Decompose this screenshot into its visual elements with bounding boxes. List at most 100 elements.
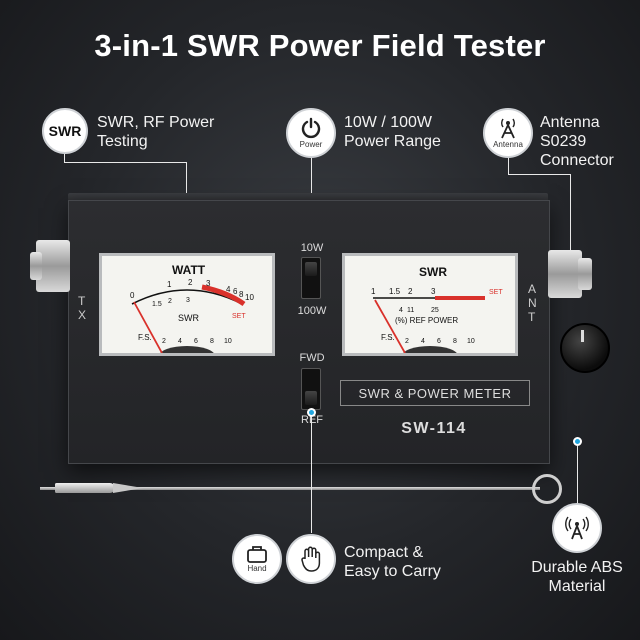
swr-scale-2: 2 bbox=[408, 287, 413, 296]
swr-set-label: SET bbox=[489, 289, 503, 296]
watt-fs-label: F.S. bbox=[138, 333, 152, 342]
swr-leader-h bbox=[64, 162, 186, 163]
swr-feature-line1: SWR, RF Power bbox=[97, 114, 215, 131]
signal-tower-icon bbox=[565, 516, 589, 540]
watt-scale-3: 3 bbox=[206, 279, 211, 288]
swr-meter-title: SWR bbox=[419, 265, 447, 279]
model-label: SW-114 bbox=[401, 420, 467, 437]
antenna-feature-line3: Connector bbox=[540, 152, 614, 169]
watt-fs-6: 6 bbox=[194, 338, 198, 345]
watt-scale-10: 10 bbox=[245, 293, 254, 302]
swr-meter: SWR 1 1.5 2 3 SET 4 11 25 (%) REF POWER … bbox=[342, 253, 518, 356]
swr-fs-10: 10 bbox=[467, 338, 475, 345]
open-hand-icon bbox=[301, 546, 321, 572]
watt-scale-1: 1 bbox=[167, 280, 172, 289]
swr-scale-3: 3 bbox=[431, 287, 436, 296]
antenna-rod bbox=[40, 487, 540, 490]
watt-scale-0: 0 bbox=[130, 291, 135, 300]
watt-fs-8: 8 bbox=[210, 338, 214, 345]
meter-label: SWR & POWER METER bbox=[340, 380, 530, 406]
swr-fs-4: 4 bbox=[421, 338, 425, 345]
compact-feature-text: Compact & Easy to Carry bbox=[344, 543, 441, 581]
briefcase-icon bbox=[247, 546, 267, 563]
watt-swr-2: 2 bbox=[168, 298, 172, 305]
swr-pct-25: 25 bbox=[431, 307, 439, 314]
antenna-feature-line2: S0239 bbox=[540, 133, 587, 150]
swr-fs-6: 6 bbox=[437, 338, 441, 345]
knob-indicator bbox=[581, 330, 584, 342]
mode-switch-bottom-label: REF bbox=[301, 414, 323, 426]
antenna-rod-ring bbox=[532, 474, 562, 504]
watt-red-band bbox=[201, 284, 246, 307]
antenna-leader-v2 bbox=[570, 174, 571, 256]
antenna-leader-v bbox=[508, 158, 509, 174]
compact-feature-line1: Compact & bbox=[344, 544, 424, 561]
power-feature-line2: Power Range bbox=[344, 133, 441, 150]
swr-ref-power-label: (%) REF POWER bbox=[395, 316, 458, 325]
compact-leader bbox=[311, 417, 312, 533]
range-switch-top-label: 10W bbox=[300, 242, 324, 254]
swr-leader bbox=[64, 154, 65, 162]
abs-leader bbox=[577, 446, 578, 504]
antenna-feature-text: Antenna S0239 Connector bbox=[540, 113, 614, 170]
swr-feature-text: SWR, RF Power Testing bbox=[97, 113, 214, 151]
watt-fs-2: 2 bbox=[162, 338, 166, 345]
swr-needle bbox=[374, 299, 406, 353]
watt-fs-10: 10 bbox=[224, 338, 232, 345]
power-feature-text: 10W / 100W Power Range bbox=[344, 113, 441, 151]
page-title: 3-in-1 SWR Power Field Tester bbox=[94, 28, 546, 63]
swr-scale-1: 1 bbox=[371, 287, 376, 296]
swr-badge-icon: SWR bbox=[42, 108, 88, 154]
range-switch-bottom-label: 100W bbox=[297, 305, 327, 317]
compact-feature-line2: Easy to Carry bbox=[344, 563, 441, 580]
antenna-leader-h bbox=[508, 174, 570, 175]
power-caption: Power bbox=[299, 140, 323, 149]
swr-fs-label: F.S. bbox=[381, 333, 395, 342]
swr-pct-4: 4 bbox=[399, 307, 403, 314]
abs-pointer-dot bbox=[573, 437, 582, 446]
watt-scale-8: 8 bbox=[239, 290, 244, 299]
tx-connector-nut bbox=[30, 252, 42, 280]
antenna-symbol-icon bbox=[501, 118, 515, 139]
hand-icon bbox=[286, 534, 336, 584]
watt-scale-2: 2 bbox=[188, 278, 193, 287]
ant-connector-nut bbox=[578, 258, 592, 290]
abs-icon bbox=[552, 503, 602, 553]
swr-fs-2: 2 bbox=[405, 338, 409, 345]
watt-set-label: SET bbox=[232, 313, 246, 320]
swr-fs-8: 8 bbox=[453, 338, 457, 345]
watt-fs-4: 4 bbox=[178, 338, 182, 345]
watt-swr-1-5: 1.5 bbox=[152, 301, 162, 308]
antenna-rod-cone bbox=[113, 483, 143, 493]
watt-scale-6: 6 bbox=[233, 287, 238, 296]
compact-pointer-dot bbox=[307, 408, 316, 417]
antenna-icon: Antenna bbox=[483, 108, 533, 158]
abs-feature-line1: Durable ABS bbox=[531, 559, 623, 576]
abs-feature-text: Durable ABS Material bbox=[515, 558, 639, 596]
antenna-rod-tip bbox=[55, 483, 115, 493]
watt-scale-4: 4 bbox=[226, 285, 231, 294]
watt-title: WATT bbox=[172, 263, 206, 277]
swr-pct-11: 11 bbox=[407, 307, 414, 314]
device-top-edge bbox=[68, 193, 548, 203]
swr-badge-text: SWR bbox=[48, 123, 82, 139]
watt-mid-label: SWR bbox=[178, 313, 199, 323]
swr-scale-1-5: 1.5 bbox=[389, 287, 401, 296]
power-feature-line1: 10W / 100W bbox=[344, 114, 433, 131]
range-switch[interactable] bbox=[301, 257, 321, 299]
hand-caption: Hand bbox=[247, 564, 267, 573]
swr-needle-pivot bbox=[403, 346, 457, 353]
watt-swr-3: 3 bbox=[186, 297, 190, 304]
abs-feature-line2: Material bbox=[548, 578, 606, 595]
antenna-feature-line1: Antenna bbox=[540, 114, 600, 131]
mode-switch-top-label: FWD bbox=[299, 352, 325, 364]
power-symbol-icon bbox=[301, 117, 321, 139]
watt-needle bbox=[133, 301, 163, 353]
power-icon: Power bbox=[286, 108, 336, 158]
set-knob[interactable] bbox=[560, 323, 610, 373]
watt-meter: WATT 0 1 2 3 4 6 8 10 1.5 2 3 SWR SET F.… bbox=[99, 253, 275, 356]
antenna-caption: Antenna bbox=[493, 140, 523, 149]
hand-case-icon: Hand bbox=[232, 534, 282, 584]
mode-switch[interactable] bbox=[301, 368, 321, 410]
